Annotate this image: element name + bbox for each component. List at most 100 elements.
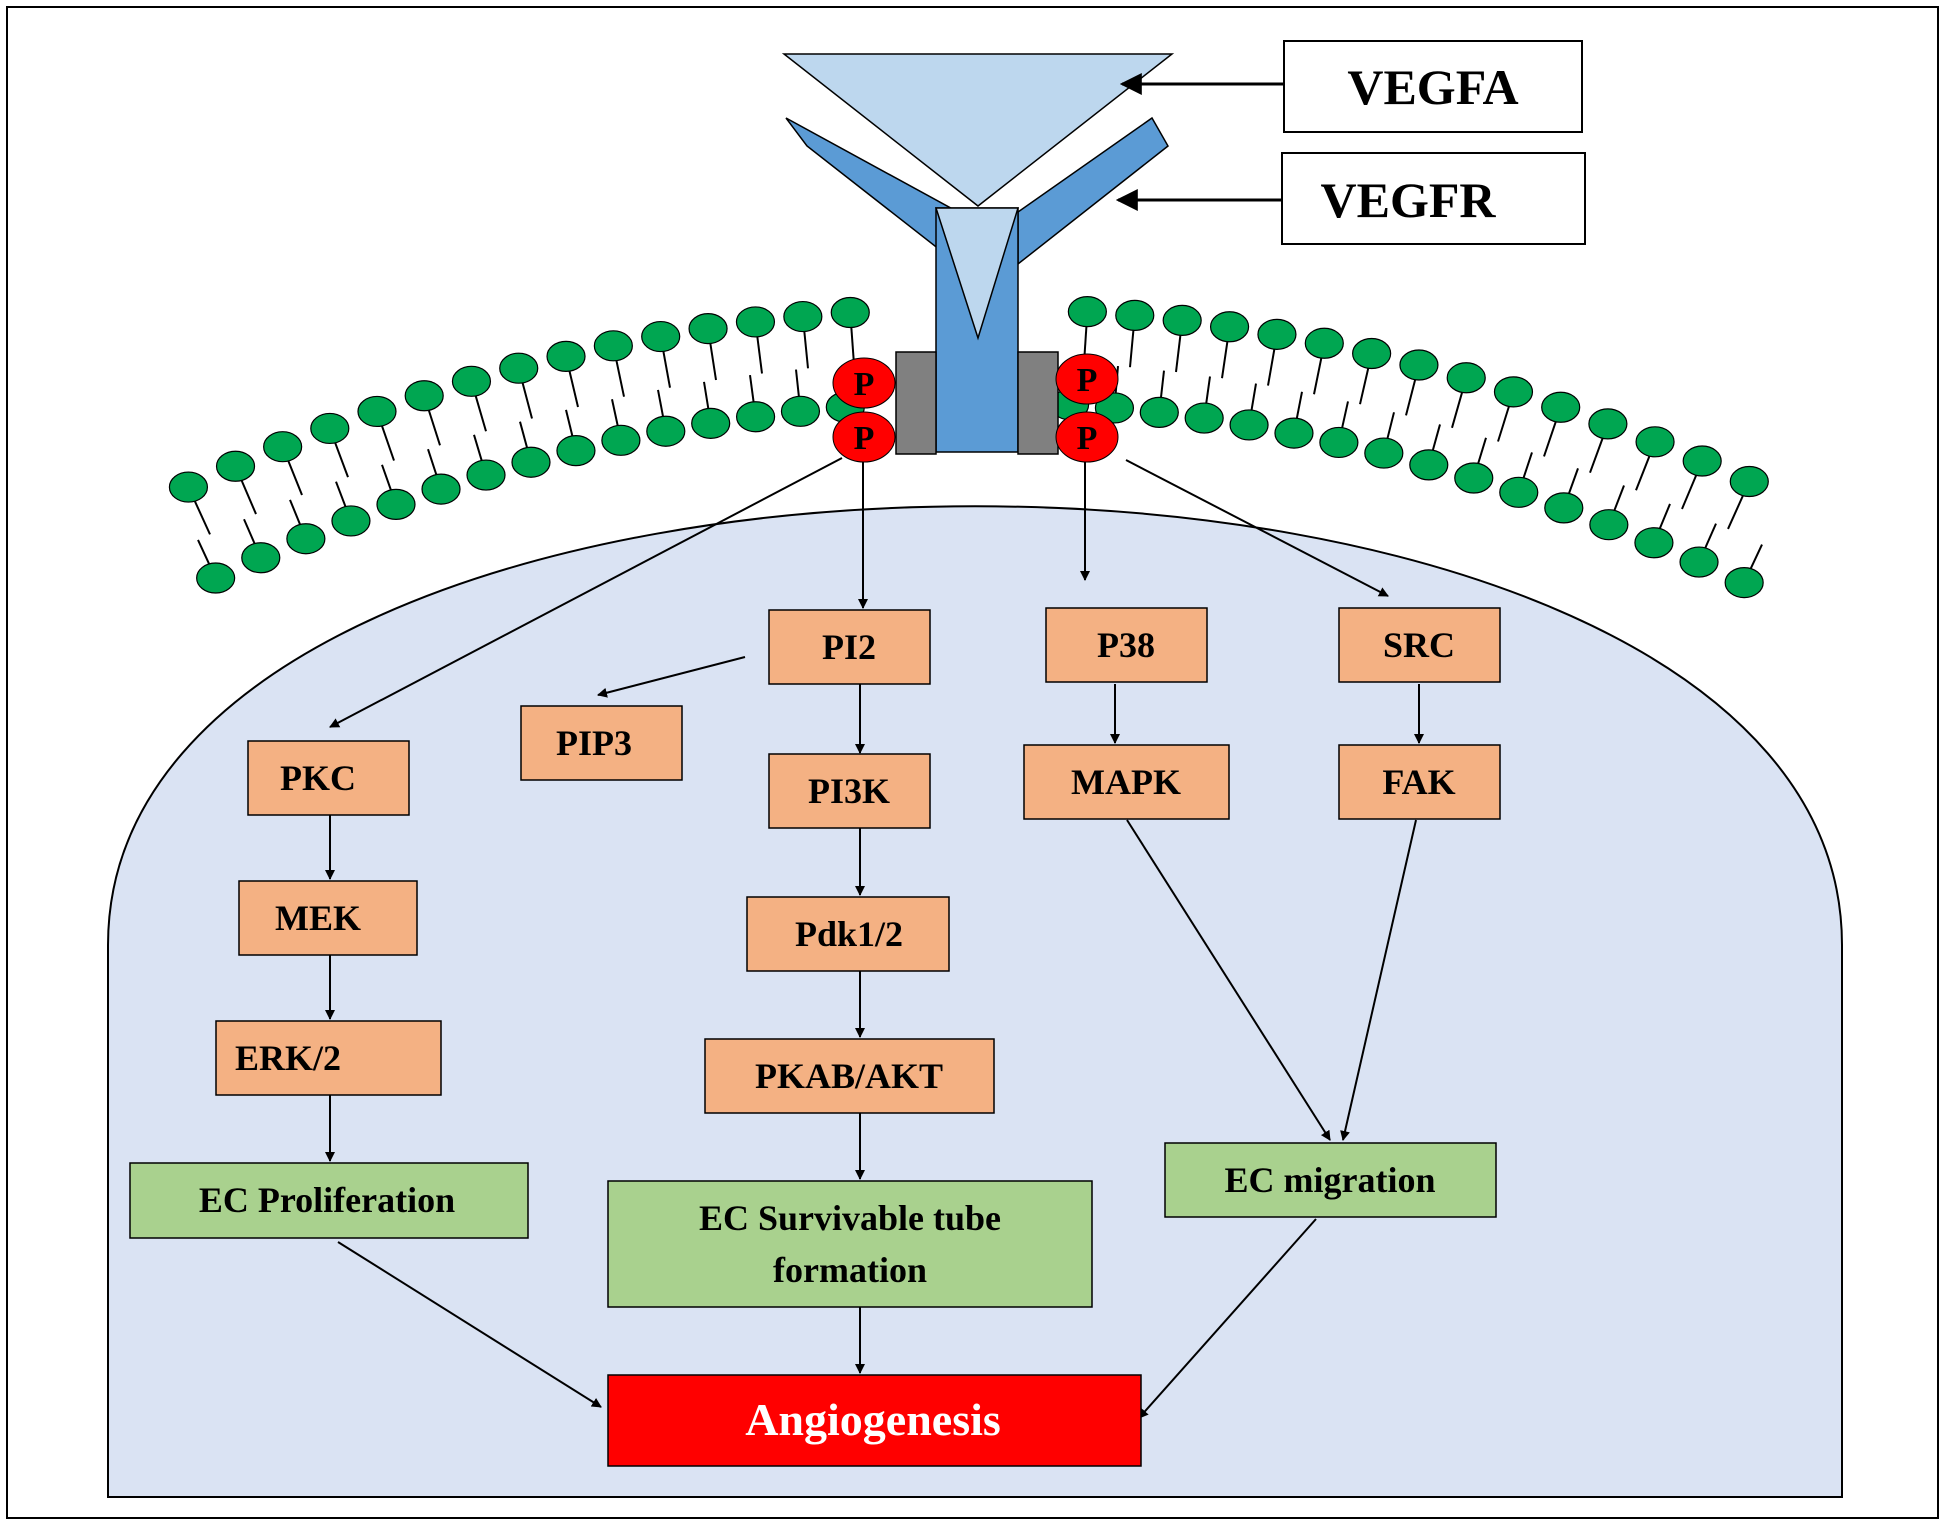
phospho-label: P	[1077, 362, 1098, 399]
lipid-head	[511, 446, 551, 478]
lipid-head	[601, 424, 641, 456]
lipid-head	[691, 407, 731, 439]
lipid-head	[1094, 392, 1135, 424]
arrow-p-to-src	[1125, 459, 1389, 597]
lipid-head	[1588, 408, 1628, 440]
vegfa-label-box	[1283, 40, 1583, 133]
node-pkab: PKAB/AKT	[704, 1038, 995, 1114]
lipid-head	[241, 542, 281, 574]
node-pkc: PKC	[247, 740, 410, 816]
lipid-head	[1209, 311, 1250, 343]
lipid-head	[1352, 337, 1392, 370]
membrane-anchor-left	[895, 351, 937, 455]
lipid-head	[404, 380, 444, 412]
phosphorylation-sites: P P P P	[832, 353, 1119, 463]
arrow-fak-to-migration	[1340, 819, 1417, 1141]
vegfa-ligand	[781, 53, 1175, 207]
vegfr-receptor	[785, 116, 1169, 455]
arrow-p-to-pkc	[329, 457, 843, 728]
lipid-head	[357, 395, 397, 428]
lipid-head	[546, 340, 586, 372]
phospho-label: P	[854, 366, 875, 403]
lipid-head	[1364, 437, 1404, 469]
lipid-head	[1493, 376, 1534, 408]
node-mapk-label: MAPK	[1071, 762, 1181, 802]
lipid-head	[196, 562, 236, 594]
node-pip3: PIP3	[520, 705, 683, 781]
lipid-head	[1115, 299, 1155, 331]
lipid-head	[735, 401, 776, 433]
lipid-head	[1724, 566, 1764, 599]
lipid-head	[1635, 426, 1675, 458]
lipid-bilayer	[168, 296, 1769, 599]
phospho-site	[832, 357, 896, 409]
lipid-head	[1304, 327, 1344, 359]
node-erk: ERK/2	[215, 1020, 442, 1096]
lipid-head	[1409, 449, 1449, 481]
vegfr-label-box	[1281, 152, 1586, 245]
vegfa-callout: VEGFA	[1119, 40, 1583, 133]
lipid-head	[780, 395, 821, 427]
lipid-head	[735, 306, 776, 338]
vegfr-callout: VEGFR	[1115, 152, 1586, 245]
lipid-head	[1319, 426, 1359, 459]
outcome-survival-label-line2: formation	[773, 1250, 927, 1290]
lipid-head	[1257, 318, 1297, 350]
vegfr-label: VEGFR	[1321, 172, 1497, 228]
lipid-head	[830, 296, 870, 329]
lipid-head	[1589, 509, 1629, 541]
node-fak: FAK	[1338, 744, 1501, 820]
vegfr-binding-pocket	[934, 207, 1020, 341]
lipid-head	[499, 352, 539, 384]
lipid-head	[1229, 409, 1269, 441]
membrane-anchor-right	[1017, 351, 1059, 455]
outcome-survival-label-line1: EC Survivable tube	[699, 1198, 1001, 1238]
outcome-nodes: EC Proliferation EC Survivable tube form…	[129, 1142, 1497, 1467]
node-pkab-label: PKAB/AKT	[755, 1056, 943, 1096]
phospho-site	[1055, 353, 1119, 405]
node-pi3k-label: PI3K	[808, 771, 890, 811]
lipid-head	[1274, 417, 1314, 449]
lipid-head	[310, 412, 350, 445]
lipid-head	[286, 523, 326, 555]
node-mek-label: MEK	[275, 898, 361, 938]
arrow-mapk-to-migration	[1126, 819, 1331, 1141]
outcome-proliferation: EC Proliferation	[129, 1162, 529, 1239]
lipid-head	[168, 471, 209, 503]
node-pi2: PI2	[768, 609, 931, 685]
lipid-head	[641, 320, 681, 353]
node-p38-label: P38	[1097, 625, 1155, 665]
lipid-head	[1446, 362, 1486, 394]
node-pdk: Pdk1/2	[746, 896, 950, 972]
lipid-head	[376, 488, 416, 520]
lipid-head	[1541, 391, 1581, 423]
node-fak-label: FAK	[1382, 762, 1455, 802]
node-mek: MEK	[238, 880, 418, 956]
lipid-head	[593, 330, 633, 362]
node-mapk: MAPK	[1023, 744, 1230, 820]
node-src: SRC	[1338, 607, 1501, 683]
outcome-migration-label: EC migration	[1225, 1160, 1436, 1200]
outcome-angiogenesis: Angiogenesis	[607, 1374, 1142, 1467]
node-pi3k: PI3K	[768, 753, 931, 829]
outcome-migration: EC migration	[1164, 1142, 1497, 1218]
lipid-head	[1399, 349, 1439, 381]
lipid-head	[451, 365, 492, 397]
vegfa-label: VEGFA	[1347, 59, 1518, 115]
lipid-head	[1544, 492, 1584, 524]
outcome-angiogenesis-label: Angiogenesis	[745, 1394, 1001, 1445]
lipid-head	[1454, 462, 1494, 494]
arrow-migration-to-angiogenesis	[1138, 1218, 1317, 1419]
lipid-head	[1729, 465, 1769, 498]
outcome-proliferation-label: EC Proliferation	[199, 1180, 455, 1220]
node-pi2-label: PI2	[822, 627, 876, 667]
arrow-proliferation-to-angiogenesis	[337, 1241, 602, 1408]
lipid-head	[1067, 296, 1107, 328]
node-pdk-label: Pdk1/2	[795, 914, 903, 954]
lipid-head	[1499, 476, 1539, 508]
node-p38: P38	[1045, 607, 1208, 683]
lipid-head	[263, 431, 303, 463]
node-erk-label: ERK/2	[235, 1038, 341, 1078]
outcome-survival: EC Survivable tube formation	[607, 1180, 1093, 1308]
